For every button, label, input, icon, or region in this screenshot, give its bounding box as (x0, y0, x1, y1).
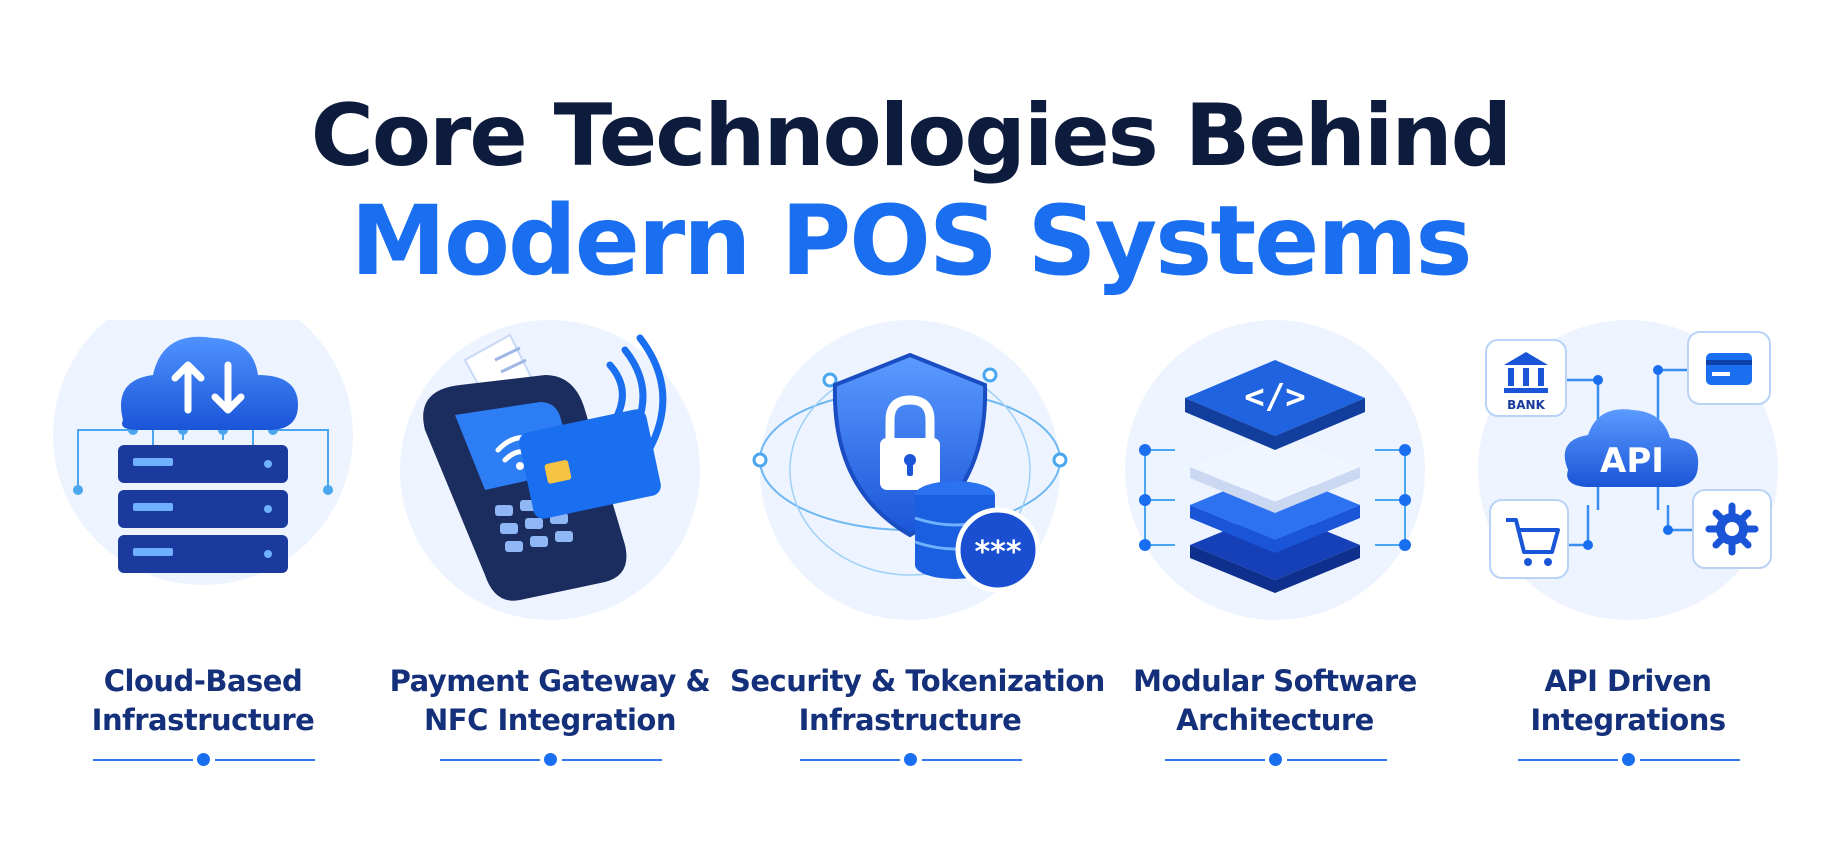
card-label-line-1: Security & Tokenization (730, 664, 1105, 698)
card-label-line-1: Modular Software (1133, 664, 1417, 698)
card-label: API Driven Integrations (1448, 662, 1808, 740)
card-divider (1448, 750, 1808, 770)
title-line-2: Modern POS Systems (350, 185, 1473, 297)
payment-terminal-icon (370, 320, 730, 650)
card-label: Payment Gateway & NFC Integration (370, 662, 730, 740)
security-shield-icon: *** (730, 320, 1090, 650)
card-label-line-1: API Driven (1544, 664, 1712, 698)
code-text: </> (1244, 377, 1305, 417)
card-label: Modular Software Architecture (1095, 662, 1455, 740)
card-cloud-infrastructure: Cloud-Based Infrastructure (23, 320, 383, 780)
card-modular-architecture: </> Modular Software Architecture (1095, 320, 1455, 780)
card-label-line-2: NFC Integration (424, 703, 676, 737)
cloud-server-icon (23, 320, 383, 650)
card-divider (1095, 750, 1455, 770)
bank-text: BANK (1507, 398, 1545, 412)
card-payment-gateway: Payment Gateway & NFC Integration (370, 320, 730, 780)
card-label: Security & Tokenization Infrastructure (730, 662, 1105, 740)
card-divider (730, 750, 1090, 770)
card-label-line-1: Payment Gateway & (389, 664, 711, 698)
api-network-icon: API BANK (1448, 320, 1808, 650)
card-label-line-2: Architecture (1176, 703, 1374, 737)
card-label-line-2: Integrations (1530, 703, 1726, 737)
card-label-line-2: Infrastructure (798, 703, 1022, 737)
api-text: API (1600, 441, 1664, 481)
title-line-1: Core Technologies Behind (310, 86, 1512, 186)
layered-modules-icon: </> (1095, 320, 1455, 650)
card-api-integrations: API BANK (1448, 320, 1808, 780)
token-text: *** (974, 535, 1021, 570)
card-security-tokenization: *** Security & Tokenization Infrastructu… (730, 320, 1105, 780)
card-label-line-2: Infrastructure (91, 703, 315, 737)
card-label-line-1: Cloud-Based (103, 664, 303, 698)
card-divider (370, 750, 730, 770)
card-divider (23, 750, 383, 770)
card-label: Cloud-Based Infrastructure (23, 662, 383, 740)
